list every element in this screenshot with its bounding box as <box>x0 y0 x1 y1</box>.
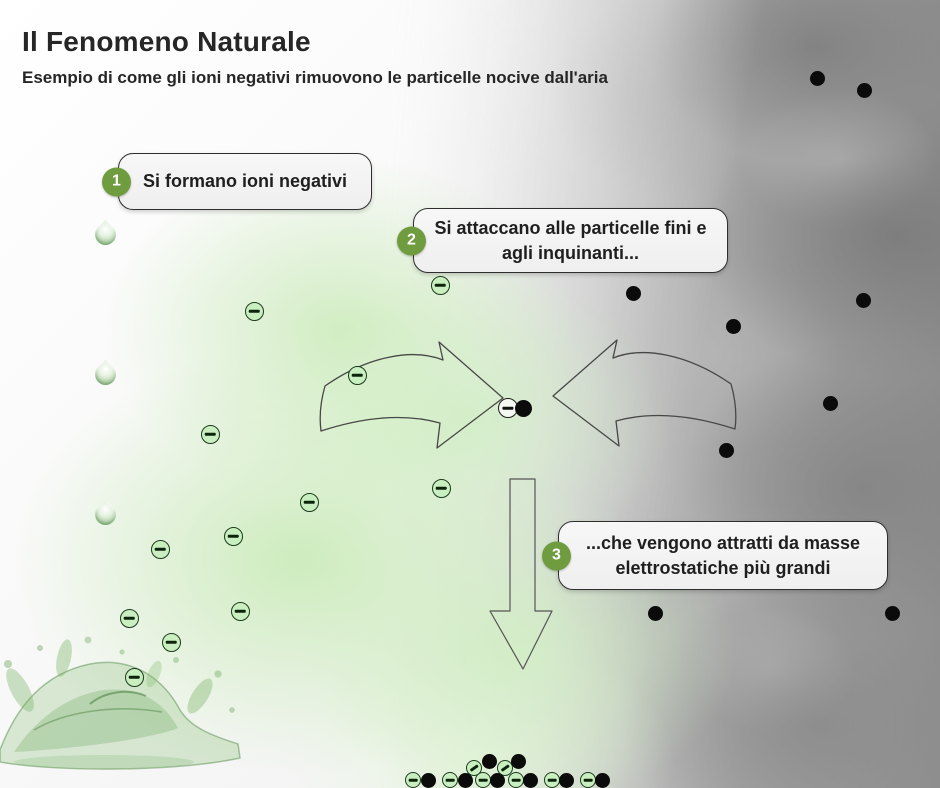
particle-dot <box>522 772 538 788</box>
negative-ion-icon <box>497 760 513 776</box>
negative-ion-icon <box>405 772 421 788</box>
negative-ion-icon <box>223 526 243 546</box>
particle-dot <box>856 82 872 98</box>
particle-dot <box>625 285 641 301</box>
step-1-callout: 1 Si formano ioni negativi <box>102 153 372 210</box>
particle-dot <box>514 399 532 417</box>
negative-ion-icon <box>150 539 170 559</box>
particle-dot <box>647 605 663 621</box>
particle-dot <box>510 753 526 769</box>
step-2-badge: 2 <box>397 226 426 255</box>
particle-dot <box>481 753 497 769</box>
negative-ion-icon <box>230 601 250 621</box>
negative-ion-icon <box>580 772 596 788</box>
water-droplet-icon <box>90 219 121 250</box>
negative-ion-icon <box>431 478 451 498</box>
negative-ion-icon <box>544 772 560 788</box>
negative-ion-icon <box>442 772 458 788</box>
curved-arrow-left-icon <box>319 341 504 449</box>
step-1-text: Si formano ioni negativi <box>142 171 348 192</box>
particle-dot <box>725 318 741 334</box>
particle-dot <box>594 772 610 788</box>
curved-arrow-right-icon <box>552 339 737 447</box>
particle-dot <box>420 772 436 788</box>
water-splash-image <box>0 636 241 770</box>
water-droplet-icon <box>90 499 121 530</box>
page-subtitle: Esempio di come gli ioni negativi rimuov… <box>22 68 608 87</box>
negative-ion-icon <box>161 632 181 652</box>
particle-dot <box>558 772 574 788</box>
negative-ion-icon <box>119 608 139 628</box>
page-title: Il Fenomeno Naturale <box>22 26 311 57</box>
negative-ion-icon <box>200 424 220 444</box>
step-2-callout: 2 Si attaccano alle particelle fini e ag… <box>397 208 728 273</box>
particle-dot <box>884 605 900 621</box>
particle-dot <box>718 442 734 458</box>
particle-dot <box>489 772 505 788</box>
down-arrow-icon <box>489 478 553 670</box>
step-3-callout: 3 ...che vengono attratti da masse elett… <box>542 521 888 590</box>
particle-dot <box>809 70 825 86</box>
particle-dot <box>457 772 473 788</box>
negative-ion-icon <box>244 301 264 321</box>
negative-ion-icon <box>124 667 144 687</box>
step-1-badge: 1 <box>102 167 131 196</box>
particle-dot <box>855 292 871 308</box>
water-droplet-icon <box>90 359 121 390</box>
step-3-text: ...che vengono attratti da masse elettro… <box>585 533 861 578</box>
step-2-text: Si attaccano alle particelle fini e agli… <box>434 218 707 263</box>
negative-ion-icon <box>299 492 319 512</box>
negative-ion-icon <box>430 275 450 295</box>
negative-ion-icon <box>508 772 524 788</box>
negative-ion-icon <box>466 760 482 776</box>
negative-ion-icon <box>347 365 367 385</box>
step-3-badge: 3 <box>542 541 571 570</box>
particle-dot <box>822 395 838 411</box>
